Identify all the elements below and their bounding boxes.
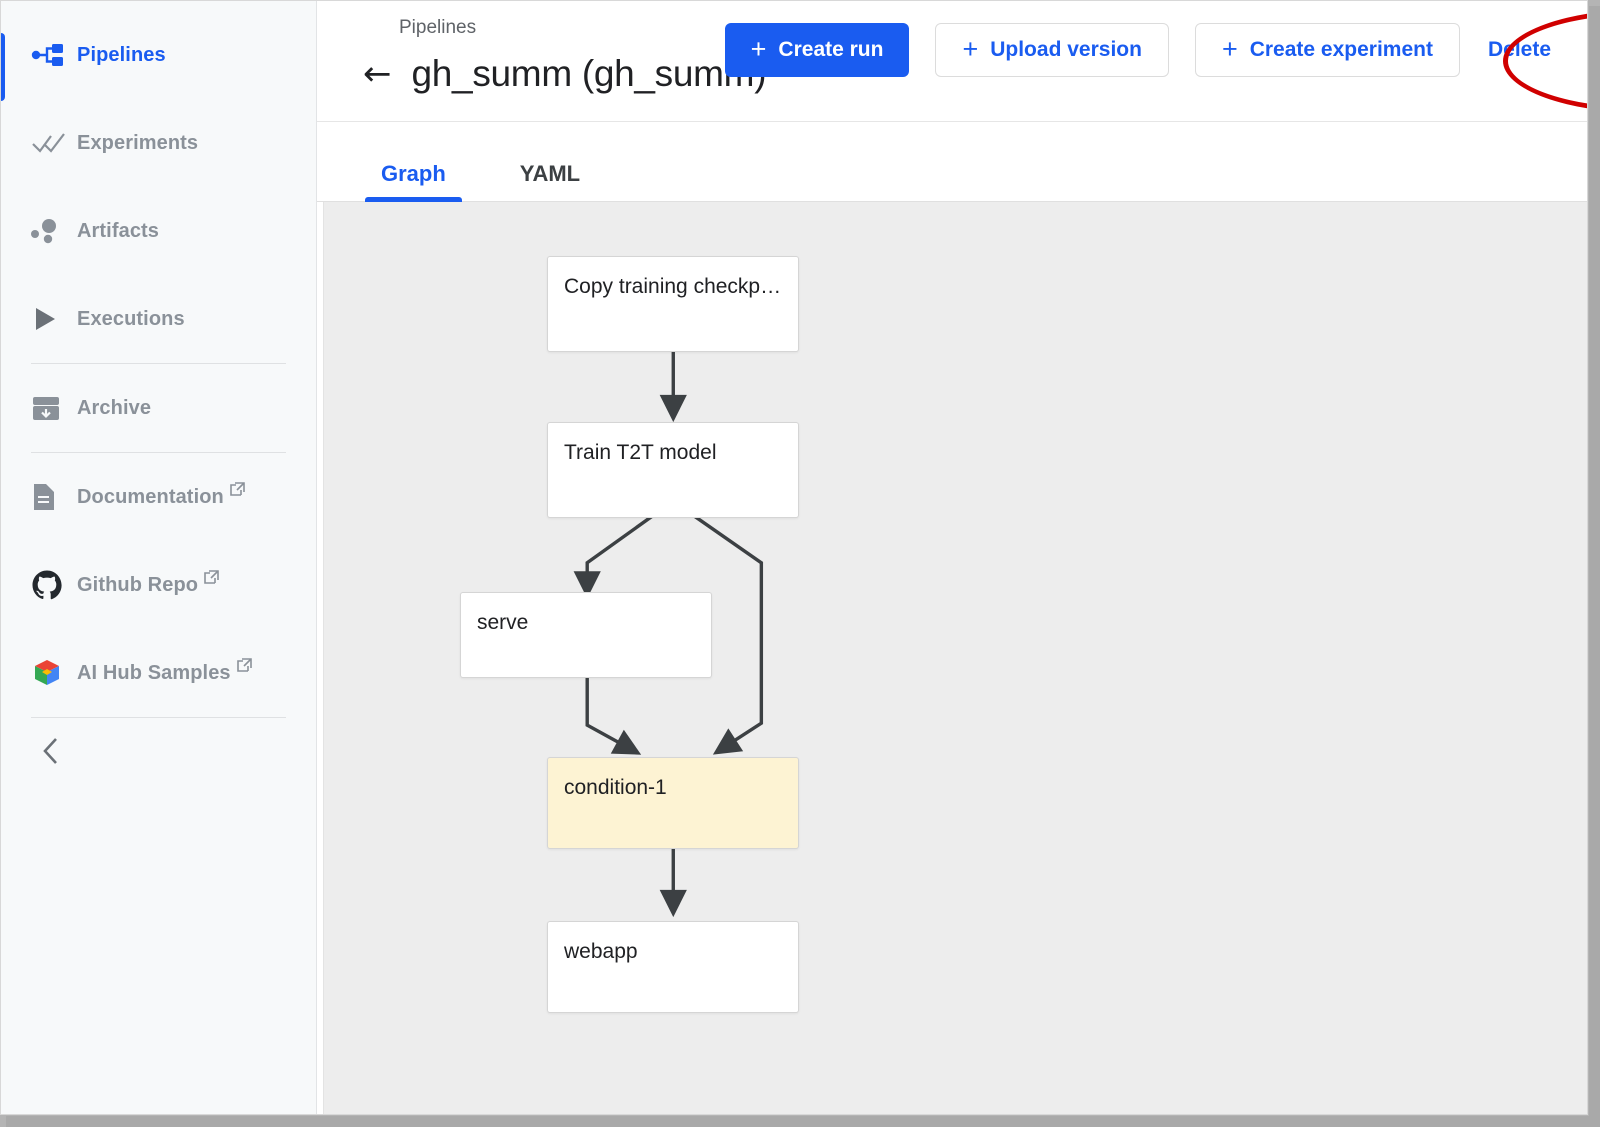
artifacts-dots-icon: [31, 217, 77, 245]
title-row: ← gh_summ (gh_summ): [363, 53, 767, 95]
sidebar-item-pipelines[interactable]: Pipelines: [1, 11, 316, 101]
header-actions: + Create run + Upload version + Create e…: [724, 23, 1553, 77]
sidebar-item-experiments[interactable]: Experiments: [1, 99, 316, 187]
ai-hub-cube-icon: [31, 657, 77, 689]
graph-node-train-t2t-model[interactable]: Train T2T model: [547, 422, 799, 518]
sidebar-item-documentation[interactable]: Documentation: [1, 453, 316, 541]
pipeline-icon: [31, 42, 77, 68]
graph-viewport: Copy training checkp… Train T2T model se…: [324, 202, 1587, 1114]
sidebar-item-label: Artifacts: [77, 219, 160, 242]
node-label: condition-1: [564, 776, 667, 799]
node-label: Train T2T model: [564, 441, 717, 464]
node-label: Copy training checkp…: [564, 275, 782, 298]
play-triangle-icon: [31, 305, 77, 333]
sidebar-item-text: Github Repo: [77, 573, 199, 596]
upload-version-label: Upload version: [990, 38, 1142, 61]
tab-graph[interactable]: Graph: [365, 161, 462, 202]
sidebar-divider-2: [31, 452, 286, 453]
window-frame-shadow-right: [1589, 6, 1600, 1127]
sidebar-divider-1: [31, 363, 286, 364]
delete-button[interactable]: Delete: [1487, 38, 1551, 61]
tab-yaml[interactable]: YAML: [519, 161, 581, 186]
sidebar-item-artifacts[interactable]: Artifacts: [1, 187, 316, 275]
sidebar-item-label: Documentation: [77, 482, 245, 509]
view-tabs: Graph YAML: [317, 122, 1587, 202]
plus-icon: +: [750, 33, 767, 64]
sidebar-item-archive[interactable]: Archive: [1, 364, 316, 452]
node-label: webapp: [564, 940, 638, 963]
double-check-icon: [31, 131, 77, 155]
sidebar-item-label: Executions: [77, 307, 185, 330]
plus-icon: +: [962, 33, 979, 64]
back-arrow-icon[interactable]: ←: [363, 54, 392, 94]
sidebar-primary-group: Pipelines Experiments: [1, 1, 316, 363]
sidebar-item-label: Pipelines: [77, 43, 166, 66]
sidebar-item-label: Archive: [77, 396, 152, 419]
external-link-icon: [230, 482, 245, 500]
sidebar-item-label: Github Repo: [77, 570, 219, 597]
create-experiment-button[interactable]: + Create experiment: [1194, 23, 1460, 77]
archive-box-icon: [31, 394, 77, 422]
chevron-left-icon: [41, 736, 61, 771]
sidebar-item-label: Experiments: [77, 131, 199, 154]
create-run-label: Create run: [778, 38, 884, 61]
active-indicator: [1, 33, 5, 101]
plus-icon: +: [1221, 33, 1238, 64]
upload-version-button[interactable]: + Upload version: [935, 23, 1169, 77]
graph-node-condition-1[interactable]: condition-1: [547, 757, 799, 849]
main-area: Pipelines ← gh_summ (gh_summ) + Create r…: [317, 1, 1587, 1114]
graph-node-serve[interactable]: serve: [460, 592, 712, 678]
external-link-icon: [204, 570, 219, 588]
create-experiment-label: Create experiment: [1249, 38, 1433, 61]
page-title: gh_summ (gh_summ): [411, 53, 767, 94]
sidebar-divider-3: [31, 717, 286, 718]
sidebar-item-text: Documentation: [77, 485, 224, 508]
pipeline-graph-canvas[interactable]: Copy training checkp… Train T2T model se…: [323, 202, 1587, 1114]
sidebar-item-executions[interactable]: Executions: [1, 275, 316, 363]
breadcrumb[interactable]: Pipelines: [399, 17, 477, 38]
create-run-button[interactable]: + Create run: [724, 23, 910, 77]
sidebar-item-github-repo[interactable]: Github Repo: [1, 541, 316, 629]
sidebar-item-text: AI Hub Samples: [77, 661, 231, 684]
sidebar: Pipelines Experiments: [1, 1, 317, 1114]
graph-node-webapp[interactable]: webapp: [547, 921, 799, 1013]
external-link-icon: [236, 658, 252, 676]
page-header: Pipelines ← gh_summ (gh_summ) + Create r…: [317, 1, 1587, 122]
sidebar-item-label: AI Hub Samples: [77, 658, 252, 685]
github-icon: [31, 569, 77, 601]
graph-node-copy-training-checkpoint[interactable]: Copy training checkp…: [547, 256, 799, 352]
sidebar-archive-group: Archive: [1, 364, 316, 452]
sidebar-links-group: Documentation: [1, 453, 316, 717]
node-label: serve: [477, 611, 529, 634]
document-icon: [31, 482, 77, 512]
sidebar-collapse-button[interactable]: [1, 718, 316, 788]
window-frame-shadow-bottom: [6, 1116, 1600, 1127]
sidebar-item-ai-hub-samples[interactable]: AI Hub Samples: [1, 629, 316, 717]
